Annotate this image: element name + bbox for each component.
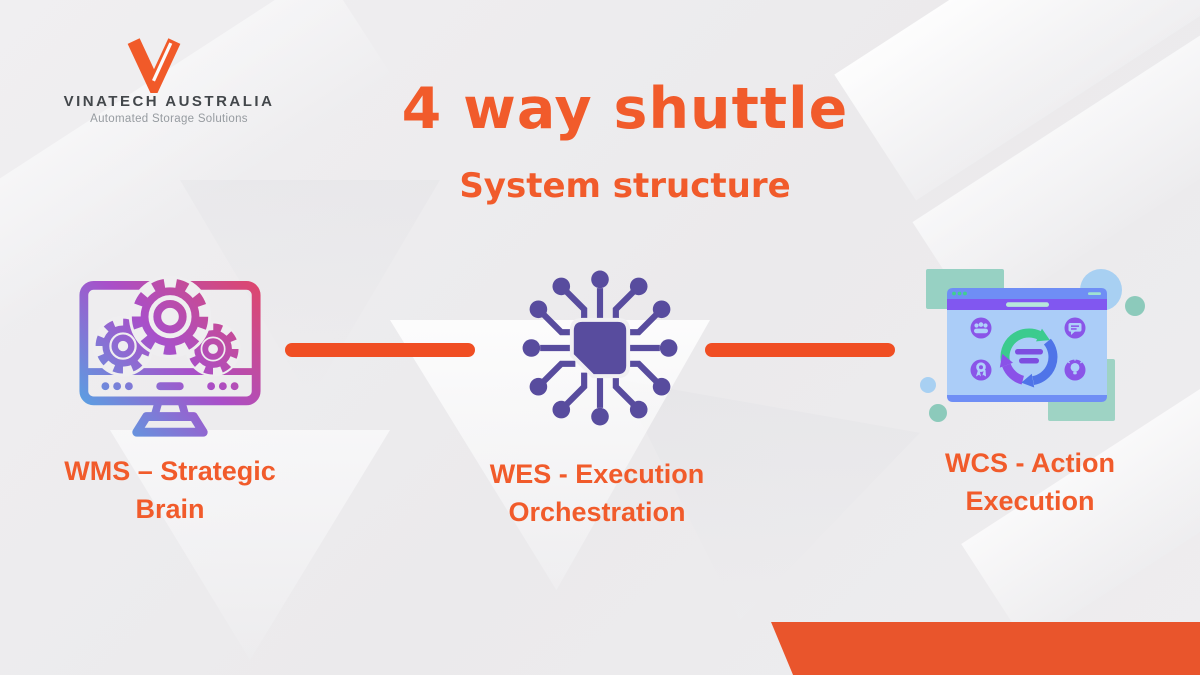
slide-title: 4 way shuttle <box>401 76 849 142</box>
connector-wes-wcs <box>705 343 895 357</box>
brand-name: VINATECH AUSTRALIA <box>63 93 275 110</box>
monitor-gears-icon <box>79 275 261 437</box>
wcs-label: WCS - Action Execution <box>870 444 1190 521</box>
slide-subtitle: System structure <box>459 166 791 206</box>
wms-label: WMS – Strategic Brain <box>10 452 330 529</box>
vinatech-logo-icon <box>127 38 181 93</box>
chip-circuit-icon <box>522 270 678 426</box>
wcs-label-line1: WCS - Action <box>945 448 1115 478</box>
corner-accent-band <box>771 622 1200 675</box>
browser-workflow-icon <box>920 269 1145 422</box>
connector-wms-wes <box>285 343 475 357</box>
brand-tagline: Automated Storage Solutions <box>90 113 248 125</box>
wes-label-line1: WES - Execution <box>489 459 705 489</box>
wes-label-line2: Orchestration <box>508 497 686 528</box>
wms-label-line1: WMS – Strategic <box>64 456 276 486</box>
wcs-label-line2: Execution <box>965 486 1095 517</box>
wms-label-line2: Brain <box>135 494 205 525</box>
wes-label: WES - Execution Orchestration <box>437 455 757 532</box>
